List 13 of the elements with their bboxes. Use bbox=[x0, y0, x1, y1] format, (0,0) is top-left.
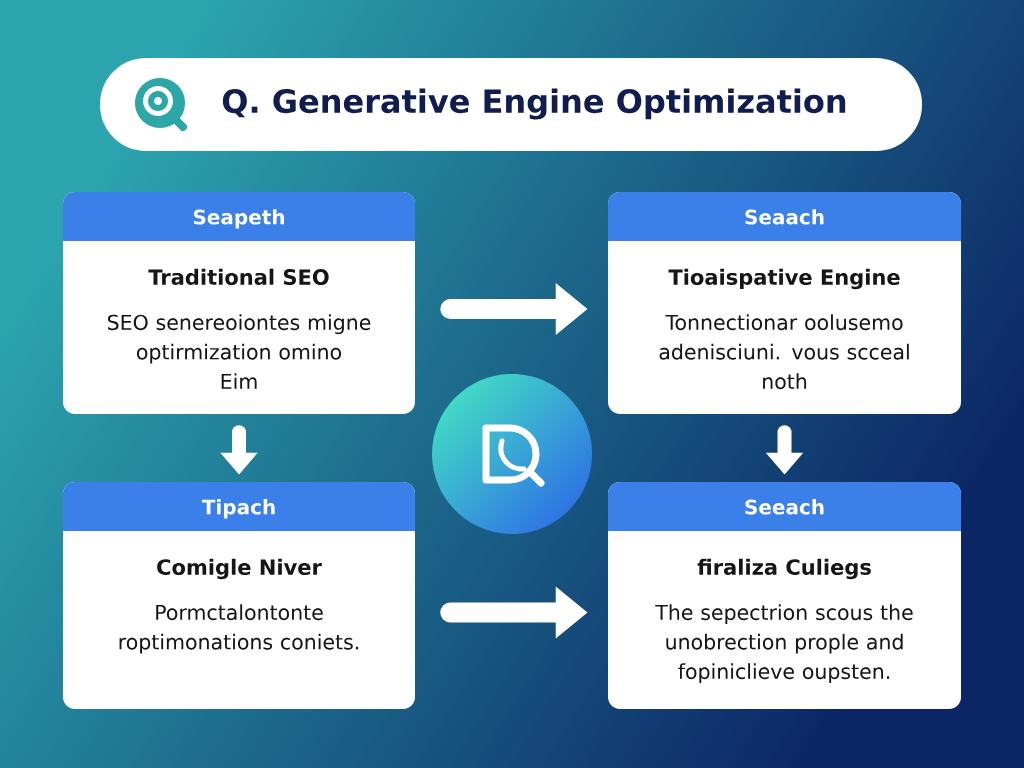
card-title: Comigle Niver bbox=[157, 558, 322, 580]
card-title: firaliza Culiegs bbox=[697, 558, 871, 580]
card-header: Seapeth bbox=[63, 192, 415, 241]
card-text: The sepectrion scous the unobrection prople and fopiniclieve oupsten. bbox=[655, 604, 913, 684]
card-header: Seeach bbox=[608, 482, 961, 531]
title-banner: Q. Generative Engine Optimization bbox=[100, 58, 922, 151]
card-text: Pormctalontonte roptimonations coniets. bbox=[119, 604, 359, 654]
card-text: SEO senereoiontes migne optirmization omino Eim bbox=[108, 314, 371, 389]
card-header: Seaach bbox=[608, 192, 961, 241]
card-header: Tipach bbox=[63, 482, 415, 531]
card-text: Tonnectionar oolusemo adenisciuni. vous scceal noth bbox=[659, 314, 909, 390]
card-title: Tioaispative Engine bbox=[668, 268, 900, 290]
card-title: Traditional SEO bbox=[148, 268, 329, 285]
